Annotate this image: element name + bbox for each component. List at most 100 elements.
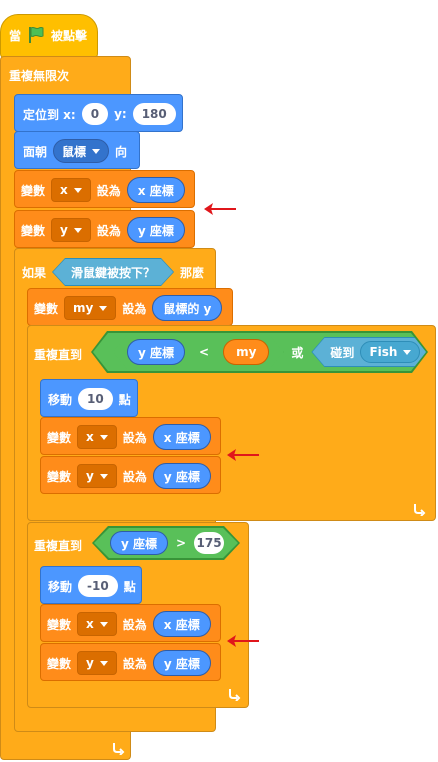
set-variable-y-block[interactable]: 變數 y 設為 y 座標 — [40, 456, 221, 494]
variable-name: x — [60, 183, 68, 197]
chevron-down-icon — [403, 350, 411, 355]
move-unit: 點 — [118, 392, 131, 407]
move-unit: 點 — [123, 579, 136, 594]
set-label: 變數 — [21, 223, 46, 238]
or-operator[interactable]: y 座標 < my 或 碰到 Fish ? — [91, 331, 428, 373]
chevron-down-icon — [92, 148, 101, 154]
variable-name: y — [86, 469, 94, 483]
when-flag-clicked-block[interactable]: 當 被點擊 — [0, 14, 98, 58]
move-label: 移動 — [48, 392, 73, 407]
move-steps-block-1[interactable]: 移動 10 點 — [40, 379, 138, 417]
set-label: 變數 — [47, 656, 72, 671]
set-label: 變數 — [47, 469, 72, 484]
move-steps-input[interactable]: -10 — [78, 575, 118, 597]
set-variable-x-block[interactable]: 變數 x 設為 x 座標 — [40, 604, 221, 642]
variable-dropdown[interactable]: x — [51, 178, 91, 202]
goto-xy-block[interactable]: 定位到 x: 0 y: 180 — [14, 94, 183, 132]
my-variable-reporter[interactable]: my — [223, 339, 269, 365]
repeat-until-label: 重複直到 — [34, 348, 83, 362]
chevron-down-icon — [99, 660, 108, 666]
point-target-dropdown[interactable]: 鼠標 — [53, 139, 110, 163]
set-label: 變數 — [21, 183, 46, 198]
chevron-down-icon — [73, 227, 82, 233]
point-towards-block[interactable]: 面朝 鼠標 向 — [14, 131, 140, 169]
set-to-label: 設為 — [96, 223, 121, 238]
set-to-label: 設為 — [122, 430, 147, 445]
set-to-label: 設為 — [122, 469, 147, 484]
chevron-down-icon — [99, 434, 108, 440]
greater-than-symbol: > — [176, 536, 187, 550]
y-position-reporter[interactable]: y 座標 — [110, 531, 168, 555]
set-label: 變數 — [47, 617, 72, 632]
touching-target-value: Fish — [369, 345, 398, 359]
goto-y-input[interactable]: 180 — [132, 103, 176, 125]
loop-arrow-icon — [113, 743, 125, 755]
less-than-operator[interactable]: y 座標 < my — [113, 335, 283, 369]
y-position-reporter[interactable]: y 座標 — [127, 339, 185, 365]
set-to-label: 設為 — [122, 617, 147, 632]
repeat-until-label: 重複直到 — [34, 539, 83, 553]
set-variable-x-block[interactable]: 變數 x 設為 x 座標 — [14, 170, 195, 208]
point-target-value: 鼠標 — [62, 144, 87, 159]
if-label: 如果 — [22, 265, 47, 280]
mouse-down-text: 滑鼠鍵被按下？ — [71, 265, 156, 280]
touching-target-dropdown[interactable]: Fish — [360, 341, 420, 363]
red-arrow-icon — [204, 203, 236, 215]
loop-arrow-icon — [414, 504, 426, 516]
set-to-label: 設為 — [122, 656, 147, 671]
red-arrow-icon — [227, 635, 259, 647]
loop-arrow-icon — [229, 689, 241, 701]
y-position-reporter[interactable]: y 座標 — [152, 463, 211, 489]
set-variable-y-block[interactable]: 變數 y 設為 y 座標 — [40, 643, 221, 681]
set-variable-my-block[interactable]: 變數 my 設為 鼠標的 y — [27, 288, 233, 326]
variable-dropdown[interactable]: y — [77, 651, 117, 675]
variable-name: y — [86, 656, 94, 670]
greater-than-operator[interactable]: y 座標 > 175 — [92, 526, 240, 560]
variable-name: x — [86, 617, 94, 631]
x-position-reporter[interactable]: x 座標 — [152, 424, 211, 450]
less-than-symbol: < — [199, 345, 210, 359]
set-variable-x-block[interactable]: 變數 x 設為 x 座標 — [40, 417, 221, 455]
variable-dropdown[interactable]: x — [77, 612, 117, 636]
variable-dropdown[interactable]: y — [51, 218, 91, 242]
x-position-reporter[interactable]: x 座標 — [152, 611, 211, 637]
chevron-down-icon — [99, 621, 108, 627]
set-to-label: 設為 — [122, 301, 147, 316]
variable-name: my — [73, 301, 94, 315]
move-label: 移動 — [48, 579, 73, 594]
variable-dropdown[interactable]: my — [64, 296, 117, 320]
mouse-down-condition[interactable]: 滑鼠鍵被按下？ — [52, 258, 174, 286]
chevron-down-icon — [99, 305, 108, 311]
set-label: 變數 — [47, 430, 72, 445]
or-label: 或 — [291, 345, 304, 360]
chevron-down-icon — [73, 187, 82, 193]
variable-dropdown[interactable]: x — [77, 425, 117, 449]
comparison-value-input[interactable]: 175 — [194, 532, 224, 554]
x-position-reporter[interactable]: x 座標 — [126, 177, 185, 203]
set-to-label: 設為 — [96, 183, 121, 198]
set-variable-y-block[interactable]: 變數 y 設為 y 座標 — [14, 210, 195, 248]
then-label: 那麼 — [180, 265, 205, 280]
touching-label: 碰到 — [330, 345, 355, 360]
y-position-reporter[interactable]: y 座標 — [152, 650, 211, 676]
y-position-reporter[interactable]: y 座標 — [126, 217, 185, 243]
variable-name: y — [60, 223, 68, 237]
red-arrow-icon — [227, 449, 259, 461]
goto-label: 定位到 x: — [23, 107, 76, 122]
set-label: 變數 — [34, 301, 59, 316]
variable-name: x — [86, 430, 94, 444]
green-flag-icon — [29, 26, 44, 43]
mouse-y-reporter[interactable]: 鼠標的 y — [152, 295, 223, 321]
move-steps-block-2[interactable]: 移動 -10 點 — [40, 566, 142, 604]
hat-clicked-label: 被點擊 — [51, 28, 88, 43]
point-label: 面朝 — [23, 144, 48, 159]
chevron-down-icon — [99, 473, 108, 479]
forever-label: 重複無限次 — [9, 69, 70, 83]
variable-dropdown[interactable]: y — [77, 464, 117, 488]
goto-y-label: y: — [114, 107, 127, 121]
touching-condition[interactable]: 碰到 Fish ? — [311, 337, 438, 367]
point-suffix: 向 — [115, 144, 128, 159]
move-steps-input[interactable]: 10 — [78, 388, 113, 410]
hat-when-label: 當 — [9, 28, 22, 43]
goto-x-input[interactable]: 0 — [81, 103, 109, 125]
